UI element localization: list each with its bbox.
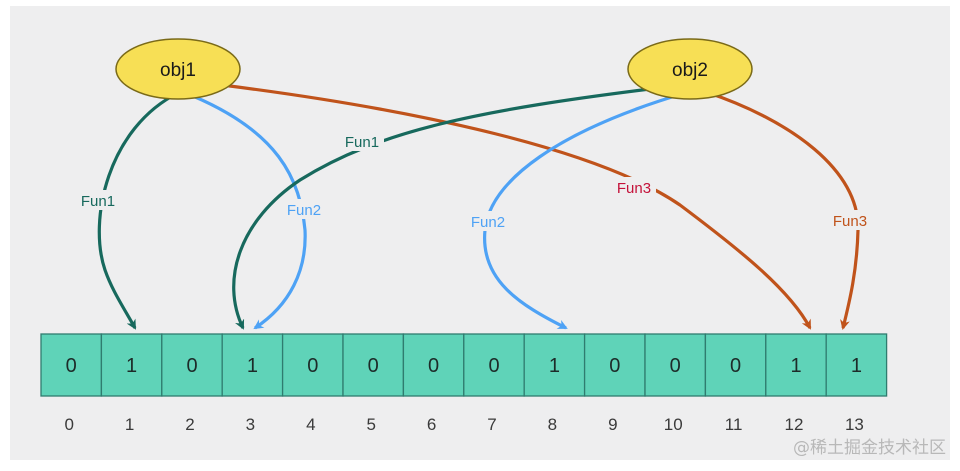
bit-value: 1 — [549, 355, 560, 377]
bit-value: 0 — [609, 355, 620, 377]
bit-cell-box — [100, 333, 163, 397]
bit-cell-13: 1 — [825, 333, 888, 397]
bit-value: 0 — [730, 355, 741, 377]
bit-cell-box — [281, 333, 344, 397]
bit-index-label: 11 — [725, 415, 743, 434]
bit-cell-box — [402, 333, 465, 397]
bit-cell-box — [644, 333, 707, 397]
bit-index-label: 0 — [64, 415, 73, 434]
arrow-label-bg — [340, 131, 384, 151]
bit-index-label: 1 — [125, 415, 134, 434]
arrow-label-bg — [76, 190, 120, 210]
arrow-curve — [705, 90, 860, 330]
bit-cell-box — [704, 333, 767, 397]
bit-cell-box — [523, 333, 586, 397]
nodes-layer: obj1 obj2 — [115, 38, 753, 100]
bit-index-label: 2 — [185, 415, 194, 434]
arrow-label-bg — [612, 177, 656, 197]
arrow-obj1-fun2: Fun2 — [182, 90, 326, 330]
node-label: obj1 — [160, 60, 196, 81]
arrow-obj2-fun3: Fun3 — [705, 90, 872, 330]
bit-value: 0 — [368, 355, 379, 377]
bit-value: 1 — [790, 355, 801, 377]
bit-cell-4: 0 — [281, 333, 344, 397]
arrow-label: Fun1 — [81, 193, 115, 210]
bit-value: 0 — [307, 355, 318, 377]
bit-index-label: 7 — [487, 415, 496, 434]
node-obj2: obj2 — [627, 38, 753, 100]
arrow-label: Fun1 — [345, 134, 379, 151]
bit-value: 1 — [851, 355, 862, 377]
bit-value: 0 — [186, 355, 197, 377]
bit-cell-3: 1 — [221, 333, 284, 397]
bit-cell-box — [765, 333, 827, 397]
bit-index-label: 5 — [366, 415, 375, 434]
bit-index-label: 13 — [845, 415, 864, 434]
watermark: @稀土掘金技术社区 — [793, 438, 946, 458]
arrow-curve — [182, 90, 307, 330]
bit-cell-box — [583, 333, 646, 397]
arrow-curve — [232, 86, 659, 330]
bit-cell-11: 0 — [704, 333, 767, 397]
arrow-label-bg — [282, 199, 326, 219]
node-obj1: obj1 — [115, 38, 241, 100]
bit-cell-10: 0 — [644, 333, 707, 397]
bit-index-label: 3 — [246, 415, 255, 434]
bit-index-label: 12 — [785, 415, 804, 434]
bit-index-label: 6 — [427, 415, 436, 434]
bit-cell-box — [40, 333, 103, 397]
bit-array: 0 1 0 1 0 0 0 0 1 0 0 0 1 1 — [40, 333, 888, 397]
bit-index-label: 8 — [548, 415, 557, 434]
node-ellipse — [115, 38, 241, 100]
node-ellipse — [627, 38, 753, 100]
arrow-obj2-fun1: Fun1 — [232, 86, 659, 330]
arrow-obj2-fun2: Fun2 — [466, 91, 686, 330]
node-label: obj2 — [672, 60, 708, 81]
bit-value: 1 — [247, 355, 258, 377]
arrow-label: Fun2 — [471, 214, 505, 231]
bit-cell-0: 0 — [40, 333, 103, 397]
bit-cell-8: 1 — [523, 333, 586, 397]
bit-cell-12: 1 — [765, 333, 827, 397]
bit-cell-7: 0 — [463, 333, 525, 397]
bit-value: 0 — [670, 355, 681, 377]
bit-cell-box — [463, 333, 525, 397]
bit-value: 1 — [126, 355, 137, 377]
arrow-obj1-fun1: Fun1 — [76, 91, 179, 330]
bit-cell-box — [825, 333, 888, 397]
arrow-obj1-fun3: Fun3 — [221, 83, 812, 330]
bit-index-label: 9 — [608, 415, 617, 434]
bit-cell-9: 0 — [583, 333, 646, 397]
bit-index-label: 10 — [664, 415, 683, 434]
arrow-curve — [97, 91, 179, 330]
arrow-label-bg — [466, 211, 510, 231]
bit-value: 0 — [428, 355, 439, 377]
bit-cell-box — [342, 333, 405, 397]
arrow-label-bg — [828, 210, 872, 230]
arrow-label: Fun2 — [287, 202, 321, 219]
bit-cell-1: 1 — [100, 333, 163, 397]
bit-value: 0 — [488, 355, 499, 377]
bit-cell-2: 0 — [161, 333, 223, 397]
bit-value: 0 — [66, 355, 77, 377]
bit-cell-5: 0 — [342, 333, 405, 397]
arrow-label: Fun3 — [617, 180, 651, 197]
bit-index-label: 4 — [306, 415, 315, 434]
arrow-label: Fun3 — [833, 213, 867, 230]
bit-cell-6: 0 — [402, 333, 465, 397]
bit-cell-box — [221, 333, 284, 397]
